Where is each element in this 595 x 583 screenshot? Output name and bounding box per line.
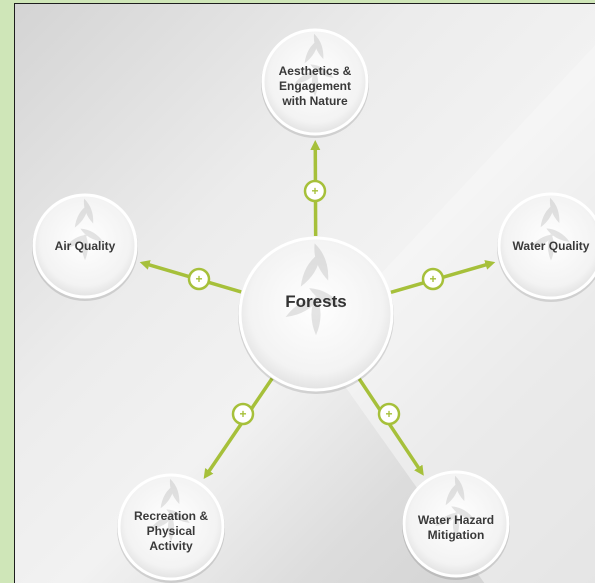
- diagram-canvas: + + + + +: [32, 28, 595, 583]
- center-node-circle: [238, 236, 394, 392]
- node-circle-water-hazard-leaf-art-leaf: [454, 475, 465, 502]
- node-label-recreation-line: Recreation &: [133, 508, 209, 523]
- node-label-water-quality: Water Quality: [499, 237, 595, 256]
- node-label-recreation-line: Activity: [149, 538, 193, 553]
- node-circle-air-quality-leaf-art-leaf: [81, 233, 89, 261]
- node-circle-aesthetics-leaf-art: [294, 33, 334, 97]
- node-circle-water-hazard-leaf-art-leaf: [451, 506, 475, 520]
- center-node-circle-leaf-art-leaf: [314, 243, 329, 281]
- plus-badge-recreation: [231, 402, 255, 426]
- plus-badge-water-hazard: [377, 402, 401, 426]
- node-circle-recreation-leaf-art-leaf: [150, 515, 174, 530]
- node-circle-water-hazard-leaf-art: [435, 475, 475, 539]
- node-circle-aesthetics-leaf-art-leaf: [311, 69, 319, 97]
- node-circle-recreation: [117, 473, 225, 581]
- node-circle-aesthetics-leaf-art-leaf: [313, 33, 324, 60]
- node-label-water-quality-text: Water Quality: [513, 239, 590, 254]
- plus-badge-water-quality: [421, 267, 445, 291]
- node-circle-air-quality-leaf-art-leaf: [83, 198, 94, 224]
- node-circle-recreation-leaf-art: [150, 478, 190, 542]
- node-circle-water-quality-leaf-art: [530, 197, 570, 261]
- node-circle-air-quality-leaf-art-leaf: [64, 234, 88, 249]
- node-label-recreation-line: Physical: [146, 523, 196, 538]
- plus-badge-aesthetics: [303, 179, 327, 203]
- node-label-water-hazard-line: Mitigation: [427, 528, 485, 542]
- arrow-recreation: [203, 377, 274, 480]
- plus-badge-air-quality: [187, 267, 211, 291]
- center-node-label-text: Forests: [285, 291, 346, 312]
- node-circle-air-quality-leaf-art-leaf: [80, 228, 104, 242]
- node-label-water-hazard-line: Water Hazard: [417, 513, 495, 527]
- center-node-circle-leaf-art-leaf: [311, 295, 321, 336]
- center-node-circle-leaf-art-leaf: [300, 252, 321, 287]
- node-circle-water-quality-leaf-art-leaf: [530, 234, 554, 249]
- arrow-water-hazard: [357, 377, 424, 476]
- plus-badge-symbol: +: [195, 272, 202, 286]
- node-circle-recreation-leaf-art-leaf: [167, 514, 175, 542]
- background-sheen: [315, 45, 595, 583]
- node-label-air-quality: Air Quality: [33, 237, 137, 256]
- center-node-label: Forests: [256, 287, 376, 317]
- node-circle-recreation-leaf-art-leaf: [169, 478, 180, 505]
- node-circle-recreation-leaf-art-leaf: [166, 509, 190, 523]
- center-node-circle-leaf-art: [285, 243, 344, 336]
- center-node-label-line: Forests: [285, 292, 347, 312]
- node-circle-aesthetics-leaf-art-leaf: [304, 39, 319, 64]
- center-node-circle-leaf-art-leaf: [285, 297, 320, 318]
- node-circle-water-hazard: [402, 470, 510, 578]
- nodes-layer: [32, 28, 595, 583]
- node-circle-air-quality: [32, 193, 138, 299]
- plus-badge-symbol: +: [429, 272, 436, 286]
- node-circle-water-quality-leaf-art-leaf: [540, 203, 555, 228]
- node-circle-aesthetics: [261, 28, 369, 136]
- node-circle-air-quality-leaf-art: [64, 198, 104, 261]
- plus-badge-symbol: +: [385, 407, 392, 421]
- node-circle-water-hazard-leaf-art-leaf: [435, 512, 459, 527]
- plus-badge-symbol: +: [311, 184, 318, 198]
- node-circle-aesthetics-leaf-art-leaf: [310, 64, 334, 78]
- arrows-layer: + + + + +: [139, 139, 496, 480]
- node-label-aesthetics-line: with Nature: [282, 93, 348, 108]
- node-circle-water-quality-leaf-art-leaf: [549, 197, 560, 224]
- node-circle-water-quality-leaf-art-leaf: [546, 228, 570, 242]
- node-circle-aesthetics-leaf-art-leaf: [294, 70, 318, 85]
- node-label-water-quality-line: Water Quality: [512, 238, 590, 253]
- node-circle-air-quality-leaf-art-leaf: [74, 204, 89, 228]
- node-circle-water-hazard-leaf-art-leaf: [445, 481, 460, 506]
- node-label-air-quality-line: Air Quality: [54, 238, 116, 253]
- center-node-circle-leaf-art-leaf: [309, 288, 344, 308]
- node-label-aesthetics-line: Engagement: [278, 78, 351, 93]
- node-label-aesthetics-line: Aesthetics &: [278, 63, 352, 78]
- node-circle-water-hazard-leaf-art-leaf: [452, 511, 460, 539]
- node-circle-water-quality: [497, 192, 595, 300]
- node-circle-water-quality-leaf-art-leaf: [547, 233, 555, 261]
- node-label-air-quality-text: Air Quality: [55, 239, 116, 254]
- plus-badge-symbol: +: [239, 407, 246, 421]
- node-circle-recreation-leaf-art-leaf: [160, 484, 175, 509]
